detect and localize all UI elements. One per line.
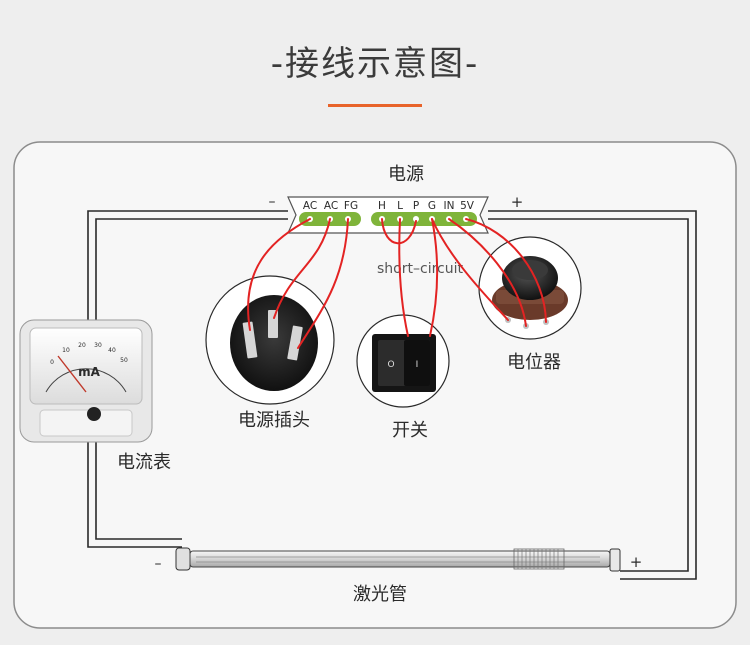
power-plus-label: +: [511, 193, 524, 211]
plug-label: 电源插头: [238, 410, 310, 431]
laser-minus-label: –: [155, 556, 162, 572]
ammeter-icon: [19, 319, 153, 443]
potentiometer-label: 电位器: [507, 352, 561, 373]
ammeter-scale-20: 20: [78, 342, 86, 349]
laser-tube-icon: [175, 547, 621, 572]
power-supply-title: 电源: [388, 164, 424, 185]
terminal-in: IN: [444, 200, 455, 212]
switch-on-glyph: I: [416, 360, 419, 370]
terminal-fg: FG: [344, 200, 358, 212]
terminal-h: H: [378, 200, 386, 212]
ammeter-label: 电流表: [117, 452, 171, 473]
laser-tube-label: 激光管: [353, 584, 407, 605]
switch-label: 开关: [392, 420, 428, 441]
terminal-strip-dc: [371, 212, 477, 226]
terminal-g: G: [428, 200, 436, 212]
terminal-ac-2: AC: [324, 200, 338, 212]
terminal-ac-1: AC: [303, 200, 317, 212]
red-wires: [247, 218, 547, 349]
rocker-switch-icon: [356, 314, 450, 408]
ammeter-scale-0: 0: [50, 359, 54, 366]
page-title: -接线示意图-: [270, 44, 480, 84]
switch-off-glyph: O: [387, 360, 394, 370]
power-minus-label: –: [269, 194, 276, 210]
power-supply: [287, 196, 489, 234]
short-circuit-label: short–circuit: [377, 261, 463, 277]
terminal-p: P: [413, 200, 419, 212]
terminal-5v: 5V: [460, 200, 475, 212]
ammeter-scale-30: 30: [94, 342, 102, 349]
potentiometer-icon: [478, 236, 582, 340]
ammeter-scale-50: 50: [120, 357, 128, 364]
power-plug-icon: [205, 275, 335, 405]
terminal-l: L: [397, 200, 403, 212]
title-underline: [328, 104, 422, 107]
laser-plus-label: +: [630, 553, 643, 571]
ammeter-unit: mA: [78, 365, 101, 379]
ammeter-scale-10: 10: [62, 347, 70, 354]
ammeter-scale-40: 40: [108, 347, 116, 354]
